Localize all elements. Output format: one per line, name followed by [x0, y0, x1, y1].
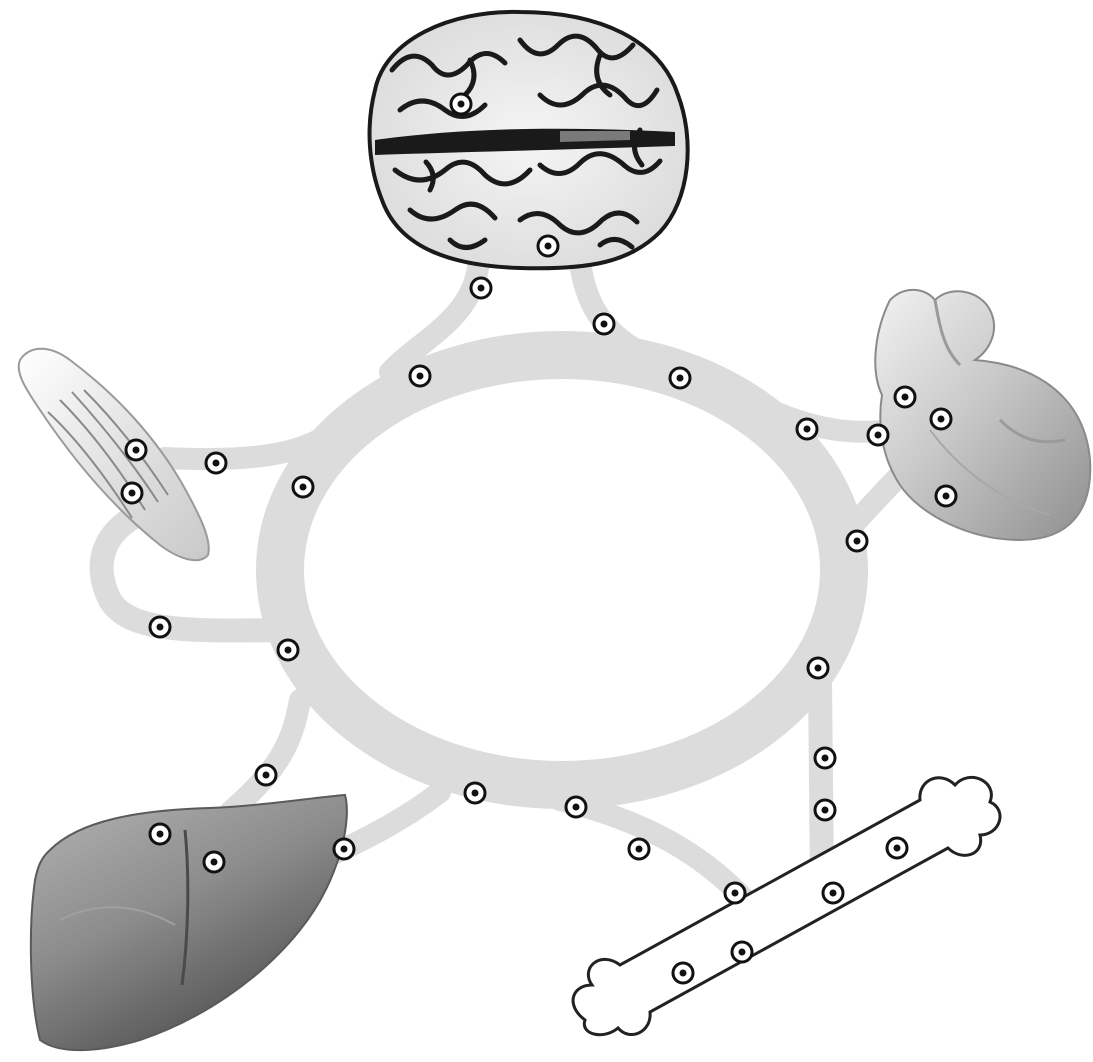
- marker-22: [465, 783, 485, 803]
- marker-18: [278, 640, 298, 660]
- marker-24: [815, 800, 835, 820]
- marker-11: [126, 440, 146, 460]
- marker-32: [732, 942, 752, 962]
- marker-19: [808, 658, 828, 678]
- marker-25: [150, 824, 170, 844]
- brain-icon: [370, 12, 688, 268]
- marker-10: [868, 425, 888, 445]
- marker-5: [410, 366, 430, 386]
- marker-16: [847, 531, 867, 551]
- heart-icon: [875, 290, 1090, 540]
- marker-17: [150, 617, 170, 637]
- marker-27: [334, 839, 354, 859]
- marker-12: [206, 453, 226, 473]
- marker-14: [293, 477, 313, 497]
- marker-1: [451, 94, 471, 114]
- marker-30: [725, 883, 745, 903]
- marker-33: [673, 963, 693, 983]
- marker-31: [823, 883, 843, 903]
- marker-26: [204, 852, 224, 872]
- marker-28: [629, 839, 649, 859]
- marker-3: [471, 278, 491, 298]
- marker-29: [887, 838, 907, 858]
- marker-21: [256, 765, 276, 785]
- marker-13: [122, 483, 142, 503]
- marker-8: [931, 409, 951, 429]
- marker-20: [815, 748, 835, 768]
- marker-2: [538, 236, 558, 256]
- marker-7: [895, 387, 915, 407]
- vessel-liver-left: [230, 700, 300, 812]
- marker-4: [594, 314, 614, 334]
- main-vessel-loop: [280, 355, 844, 785]
- vessel-bone-left: [560, 800, 750, 905]
- vessel-muscle-upper: [165, 432, 332, 459]
- marker-23: [566, 797, 586, 817]
- marker-9: [797, 419, 817, 439]
- marker-6: [670, 368, 690, 388]
- liver-icon: [31, 795, 347, 1050]
- marker-15: [936, 486, 956, 506]
